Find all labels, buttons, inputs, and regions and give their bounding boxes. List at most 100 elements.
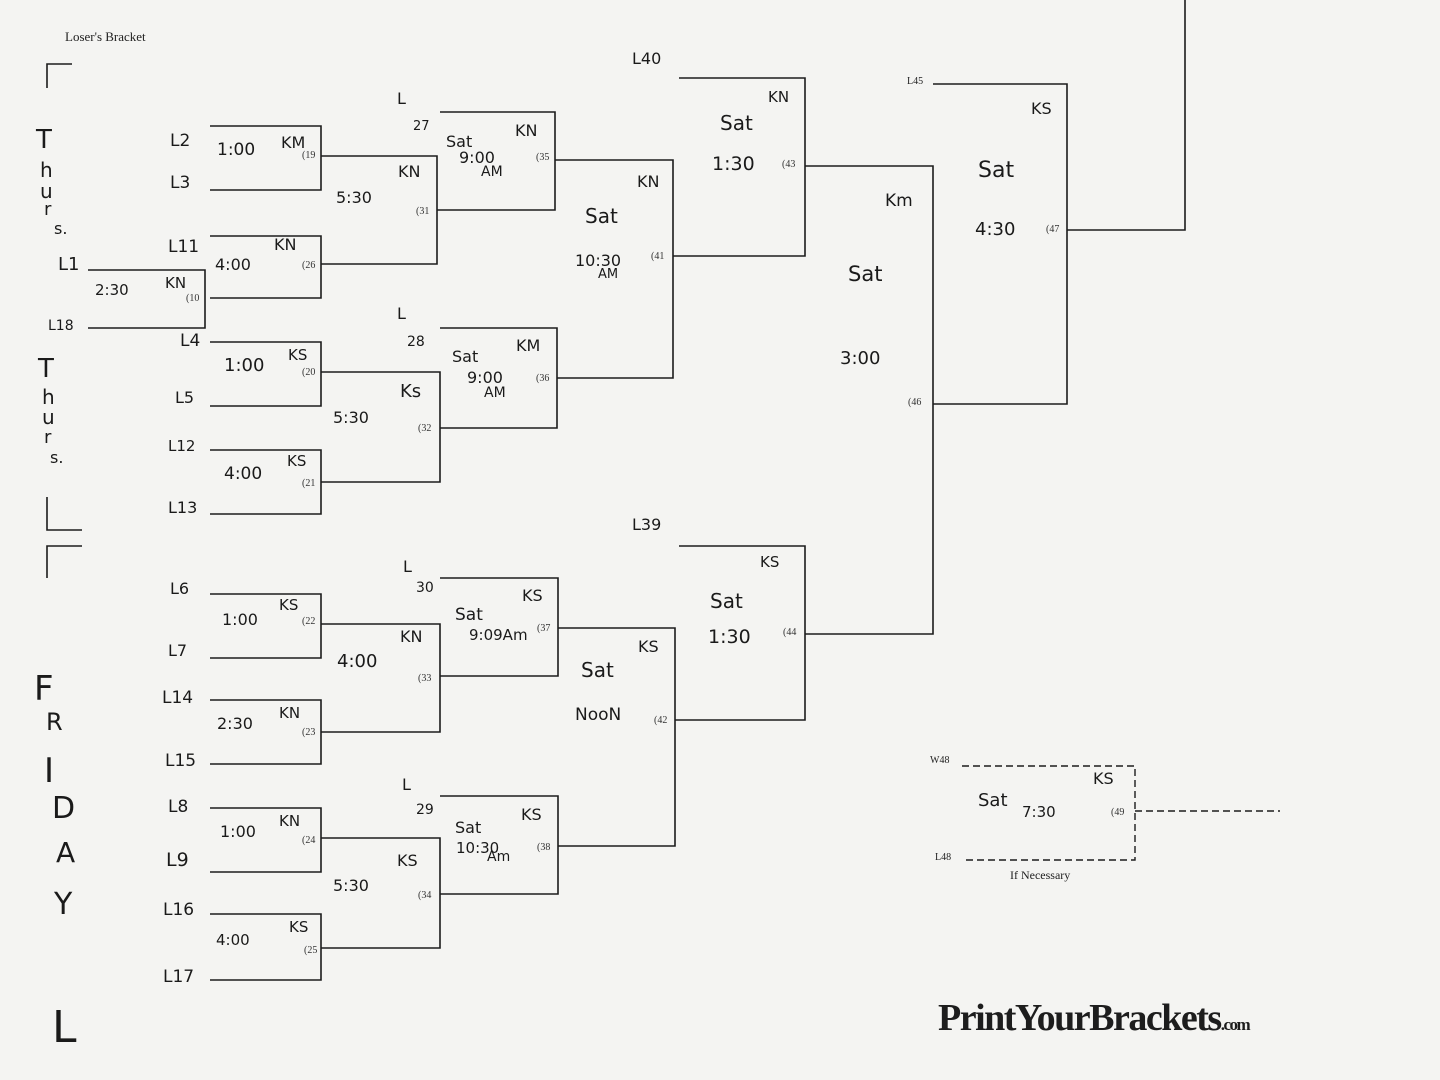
svg-text:Km: Km (885, 191, 913, 211)
game-35: L 27 Sat 9:00 AM KN (35 (397, 89, 556, 211)
svg-text:2:30: 2:30 (217, 714, 253, 733)
svg-text:L3: L3 (170, 173, 190, 193)
svg-text:Ks: Ks (400, 381, 421, 402)
game-25: L16 L17 4:00 KS (25 (163, 900, 322, 987)
svg-text:KN: KN (637, 172, 659, 191)
svg-text:30: 30 (416, 580, 434, 596)
svg-text:L12: L12 (168, 437, 195, 455)
brand-logo: PrintYourBrackets.com (938, 997, 1250, 1039)
game-43: L40 Sat 1:30 KN (43 (632, 49, 806, 257)
svg-text:AM: AM (481, 164, 503, 180)
svg-text:Sat: Sat (455, 818, 481, 837)
svg-text:R: R (46, 708, 63, 736)
svg-text:(33: (33 (418, 673, 431, 684)
svg-text:Sat: Sat (978, 158, 1014, 183)
svg-text:1:00: 1:00 (224, 355, 264, 376)
svg-text:AM: AM (598, 267, 618, 282)
svg-text:10:30: 10:30 (456, 839, 499, 857)
svg-text:L11: L11 (168, 237, 199, 257)
thursday-label-2: T h u r s. (37, 354, 82, 578)
svg-text:L7: L7 (168, 641, 187, 660)
game-31: 5:30 KN (31 (321, 155, 438, 265)
svg-text:KN: KN (515, 121, 537, 140)
game-41: Sat 10:30 AM KN (41 (555, 159, 674, 379)
svg-text:Sat: Sat (585, 204, 618, 228)
svg-text:L: L (397, 304, 406, 323)
svg-text:L8: L8 (168, 797, 188, 817)
svg-text:Am: Am (487, 849, 510, 865)
svg-text:4:00: 4:00 (224, 464, 262, 484)
svg-text:KS: KS (279, 596, 298, 614)
svg-text:Sat: Sat (710, 589, 743, 613)
svg-text:(25: (25 (304, 945, 317, 956)
svg-text:1:00: 1:00 (220, 822, 256, 841)
svg-text:Sat: Sat (720, 111, 753, 135)
svg-text:L40: L40 (632, 49, 661, 68)
champion-line (1067, 0, 1186, 231)
svg-text:(44: (44 (783, 627, 796, 638)
game-37: L 30 Sat 9:09Am KS (37 (403, 557, 559, 677)
svg-text:Sat: Sat (581, 658, 614, 682)
svg-text:L39: L39 (632, 515, 661, 534)
svg-text:L16: L16 (163, 900, 194, 920)
svg-text:5:30: 5:30 (333, 876, 369, 895)
svg-text:r: r (44, 199, 52, 220)
svg-text:Sat: Sat (452, 347, 478, 366)
game-26: L11 4:00 KN (26 (168, 235, 322, 299)
svg-text:T: T (35, 125, 52, 155)
svg-text:Sat: Sat (446, 132, 472, 151)
svg-text:L5: L5 (175, 388, 194, 407)
svg-text:KN: KN (279, 704, 300, 722)
game-24: L8 L9 1:00 KN (24 (166, 797, 322, 873)
game-19: L2 L3 1:00 KM (19 (170, 125, 322, 193)
svg-text:(20: (20 (302, 367, 315, 378)
svg-text:F: F (34, 669, 54, 709)
svg-text:(43: (43 (782, 159, 795, 170)
svg-text:(36: (36 (536, 373, 549, 384)
svg-text:L14: L14 (162, 688, 193, 708)
svg-text:(41: (41 (651, 251, 664, 262)
svg-text:Sat: Sat (978, 790, 1008, 811)
game-42: Sat NooN KS (42 (558, 627, 676, 847)
svg-text:2:30: 2:30 (95, 281, 129, 299)
svg-text:KS: KS (638, 637, 659, 656)
svg-text:L9: L9 (166, 849, 189, 871)
svg-text:KS: KS (760, 553, 779, 571)
game-34: 5:30 KS (34 (321, 837, 441, 949)
svg-text:(46: (46 (908, 397, 921, 408)
svg-text:KN: KN (274, 235, 296, 254)
svg-text:1:30: 1:30 (712, 153, 755, 175)
game-38: L 29 Sat 10:30 Am KS (38 (402, 775, 559, 895)
svg-text:KS: KS (397, 851, 418, 870)
svg-text:KN: KN (400, 627, 422, 646)
svg-text:(21: (21 (302, 478, 315, 489)
svg-text:(37: (37 (537, 623, 550, 634)
svg-text:KS: KS (521, 805, 542, 824)
svg-text:L45: L45 (907, 76, 923, 87)
svg-text:1:00: 1:00 (222, 610, 258, 629)
svg-text:AM: AM (484, 385, 506, 401)
svg-text:Sat: Sat (848, 262, 882, 286)
svg-text:L15: L15 (165, 751, 196, 771)
svg-text:(49: (49 (1111, 807, 1124, 818)
svg-text:L1: L1 (58, 254, 79, 275)
game-21: L12 L13 4:00 KS (21 (168, 437, 322, 517)
svg-text:4:00: 4:00 (337, 651, 377, 672)
svg-text:W48: W48 (930, 755, 949, 766)
svg-text:10:30: 10:30 (575, 251, 621, 270)
svg-text:(22: (22 (302, 616, 315, 627)
svg-text:KM: KM (516, 336, 540, 355)
svg-text:(19: (19 (302, 150, 315, 161)
svg-text:(24: (24 (302, 835, 315, 846)
svg-text:4:00: 4:00 (215, 255, 251, 274)
svg-text:4:30: 4:30 (975, 219, 1015, 240)
svg-text:(38: (38 (537, 842, 550, 853)
svg-text:5:30: 5:30 (336, 188, 372, 207)
game-23: L14 L15 2:30 KN (23 (162, 688, 322, 771)
game-36: L 28 Sat 9:00 AM KM (36 (397, 304, 558, 429)
svg-text:Y: Y (53, 887, 73, 922)
svg-text:(47: (47 (1046, 224, 1059, 235)
svg-text:(32: (32 (418, 423, 431, 434)
svg-text:9:09Am: 9:09Am (469, 626, 528, 644)
